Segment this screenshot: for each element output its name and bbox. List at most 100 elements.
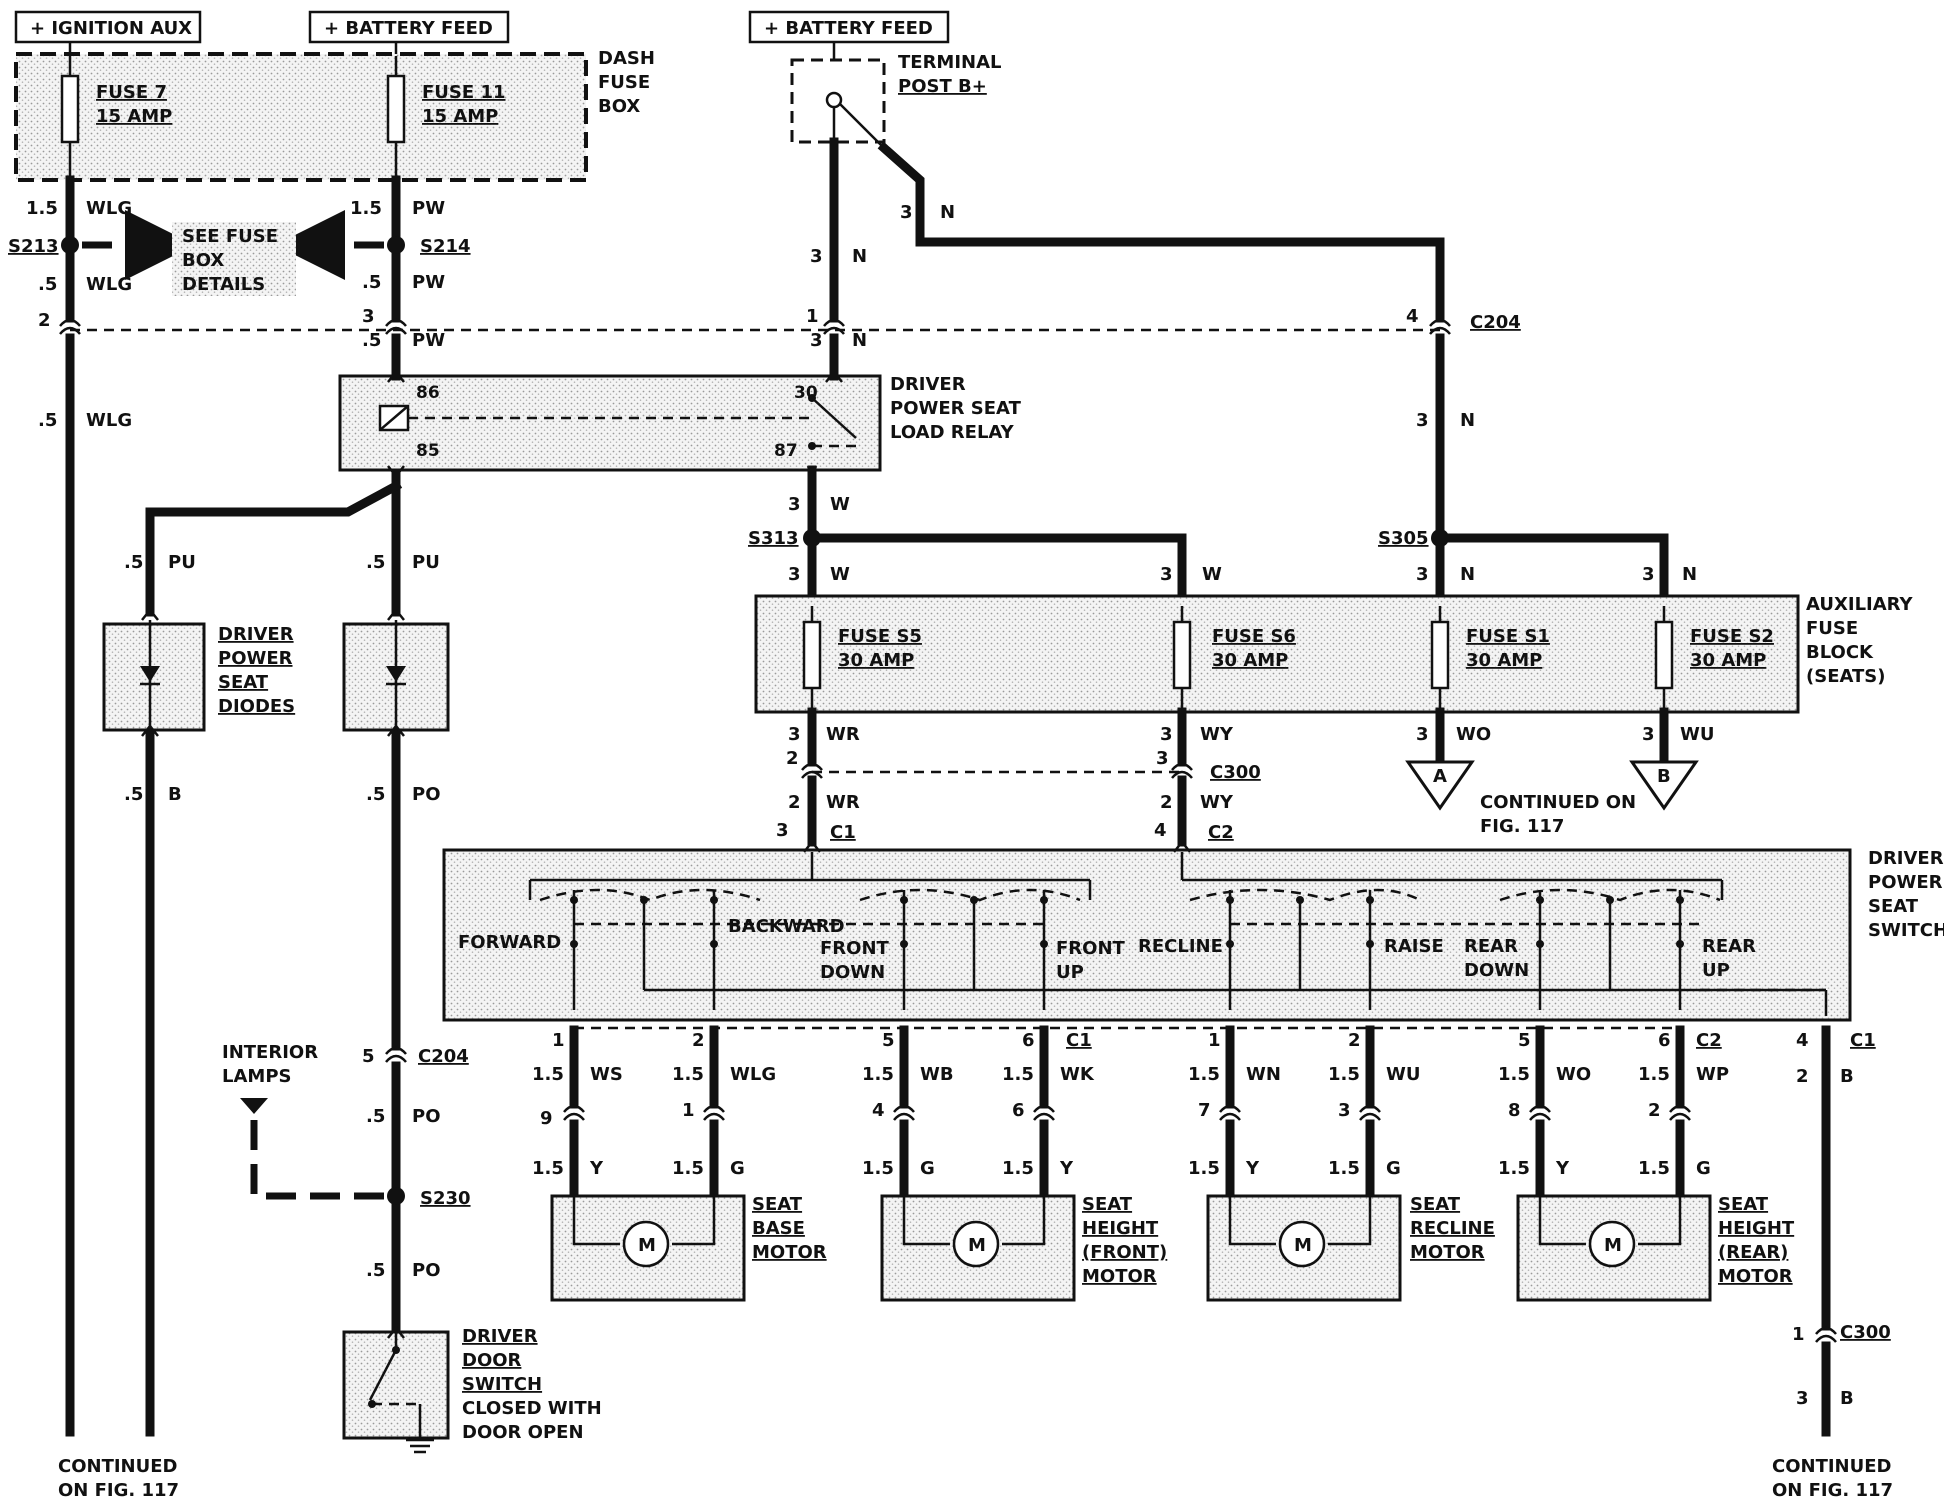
svg-text:4: 4 [1154, 820, 1167, 841]
svg-text:CLOSED WITH: CLOSED WITH [462, 1398, 602, 1419]
svg-text:CONTINUED ON: CONTINUED ON [1480, 792, 1636, 813]
svg-text:PW: PW [412, 272, 445, 293]
svg-text:1.5: 1.5 [532, 1158, 564, 1179]
continued-left: CONTINUED ON FIG. 117 [58, 1456, 179, 1501]
svg-text:TERMINAL: TERMINAL [898, 52, 1002, 73]
svg-text:+ BATTERY FEED: + BATTERY FEED [324, 18, 493, 39]
svg-text:3: 3 [810, 330, 823, 351]
svg-text:1.5: 1.5 [532, 1064, 564, 1085]
svg-text:DOWN: DOWN [1464, 960, 1529, 981]
svg-text:RAISE: RAISE [1384, 936, 1444, 957]
svg-text:S313: S313 [748, 528, 799, 549]
see-fuse-box-details: SEE FUSE BOX DETAILS [172, 222, 296, 296]
svg-text:WU: WU [1680, 724, 1714, 745]
driver-power-seat-switch: DRIVER POWER SEAT SWITCH [442, 848, 1944, 1022]
fuse-11: FUSE 11 15 AMP [386, 56, 506, 180]
svg-text:Y: Y [1555, 1158, 1570, 1179]
svg-text:3: 3 [810, 246, 823, 267]
svg-text:3: 3 [788, 724, 801, 745]
ignition-aux-feed: + IGNITION AUX [14, 10, 202, 44]
svg-text:N: N [852, 246, 867, 267]
svg-text:B: B [168, 784, 182, 805]
svg-text:M: M [638, 1235, 656, 1256]
svg-text:DOOR OPEN: DOOR OPEN [462, 1422, 584, 1443]
svg-text:WY: WY [1200, 724, 1234, 745]
driver-power-seat-diodes: DRIVER POWER SEAT DIODES [102, 620, 450, 734]
svg-text:.5: .5 [38, 274, 57, 295]
svg-text:30: 30 [794, 383, 818, 403]
svg-text:N: N [1682, 564, 1697, 585]
svg-text:DASH: DASH [598, 48, 655, 69]
svg-text:MOTOR: MOTOR [1082, 1266, 1157, 1287]
svg-text:1.5: 1.5 [862, 1064, 894, 1085]
svg-text:FIG. 117: FIG. 117 [1480, 816, 1564, 837]
svg-text:FUSE S5: FUSE S5 [838, 626, 922, 647]
continued-middle: CONTINUED ON FIG. 117 [1480, 792, 1636, 837]
svg-text:2: 2 [692, 1030, 705, 1051]
svg-text:W: W [1202, 564, 1222, 585]
svg-text:N: N [852, 330, 867, 351]
svg-text:2: 2 [788, 792, 801, 813]
svg-text:FUSE S6: FUSE S6 [1212, 626, 1296, 647]
svg-text:FUSE S1: FUSE S1 [1466, 626, 1550, 647]
svg-text:WP: WP [1696, 1064, 1729, 1085]
svg-text:POWER: POWER [1868, 872, 1943, 893]
svg-text:DETAILS: DETAILS [182, 274, 265, 295]
svg-text:3: 3 [788, 494, 801, 515]
svg-text:C1: C1 [830, 822, 856, 843]
fuse-s5: FUSE S5 30 AMP [802, 606, 922, 712]
svg-text:N: N [1460, 410, 1475, 431]
svg-text:G: G [1696, 1158, 1711, 1179]
svg-text:DRIVER: DRIVER [1868, 848, 1944, 869]
svg-text:1.5: 1.5 [672, 1064, 704, 1085]
svg-text:B: B [1657, 766, 1671, 787]
svg-text:1: 1 [1792, 1324, 1805, 1345]
svg-text:WO: WO [1456, 724, 1491, 745]
svg-text:3: 3 [776, 820, 789, 841]
svg-text:DRIVER: DRIVER [218, 624, 294, 645]
svg-text:N: N [1460, 564, 1475, 585]
svg-text:WR: WR [826, 792, 860, 813]
svg-text:1: 1 [806, 306, 819, 327]
svg-text:POST B+: POST B+ [898, 76, 987, 97]
wire-battery-n [823, 137, 1451, 541]
svg-text:DIODES: DIODES [218, 696, 295, 717]
seat-base-motor: M SEAT BASE MOTOR [550, 1194, 827, 1302]
svg-text:87: 87 [774, 441, 798, 461]
svg-text:SEAT: SEAT [218, 672, 269, 693]
driver-door-switch: DRIVER DOOR SWITCH CLOSED WITH DOOR OPEN [342, 1326, 602, 1454]
svg-text:N: N [940, 202, 955, 223]
svg-text:FUSE: FUSE [1806, 618, 1858, 639]
svg-text:BACKWARD: BACKWARD [728, 916, 845, 937]
svg-text:WN: WN [1246, 1064, 1281, 1085]
splice-s230 [387, 1187, 405, 1205]
svg-text:WLG: WLG [730, 1064, 776, 1085]
svg-text:3: 3 [1338, 1100, 1351, 1121]
svg-text:4: 4 [1406, 306, 1419, 327]
battery-feed-right: + BATTERY FEED [748, 10, 950, 44]
svg-text:3: 3 [1416, 724, 1429, 745]
svg-text:SEAT: SEAT [1082, 1194, 1133, 1215]
svg-text:FRONT: FRONT [1056, 938, 1126, 959]
svg-text:1.5: 1.5 [26, 198, 58, 219]
svg-text:3: 3 [1642, 724, 1655, 745]
svg-text:1.5: 1.5 [862, 1158, 894, 1179]
svg-text:30 AMP: 30 AMP [1690, 650, 1766, 671]
svg-text:WO: WO [1556, 1064, 1591, 1085]
svg-text:PO: PO [412, 1106, 441, 1127]
svg-text:86: 86 [416, 383, 440, 403]
svg-text:ON FIG. 117: ON FIG. 117 [58, 1480, 179, 1501]
svg-text:30 AMP: 30 AMP [1466, 650, 1542, 671]
svg-text:1.5: 1.5 [350, 198, 382, 219]
auxiliary-fuse-block: AUXILIARY FUSE BLOCK (SEATS) [754, 594, 1914, 714]
seat-recline-motor: M SEAT RECLINE MOTOR [1206, 1194, 1495, 1302]
svg-text:5: 5 [882, 1030, 895, 1051]
svg-text:MOTOR: MOTOR [1718, 1266, 1793, 1287]
seat-height-front-motor: M SEAT HEIGHT (FRONT) MOTOR [880, 1194, 1167, 1302]
svg-text:CONTINUED: CONTINUED [1772, 1456, 1891, 1477]
svg-text:BOX: BOX [598, 96, 640, 117]
svg-text:FUSE: FUSE [598, 72, 650, 93]
